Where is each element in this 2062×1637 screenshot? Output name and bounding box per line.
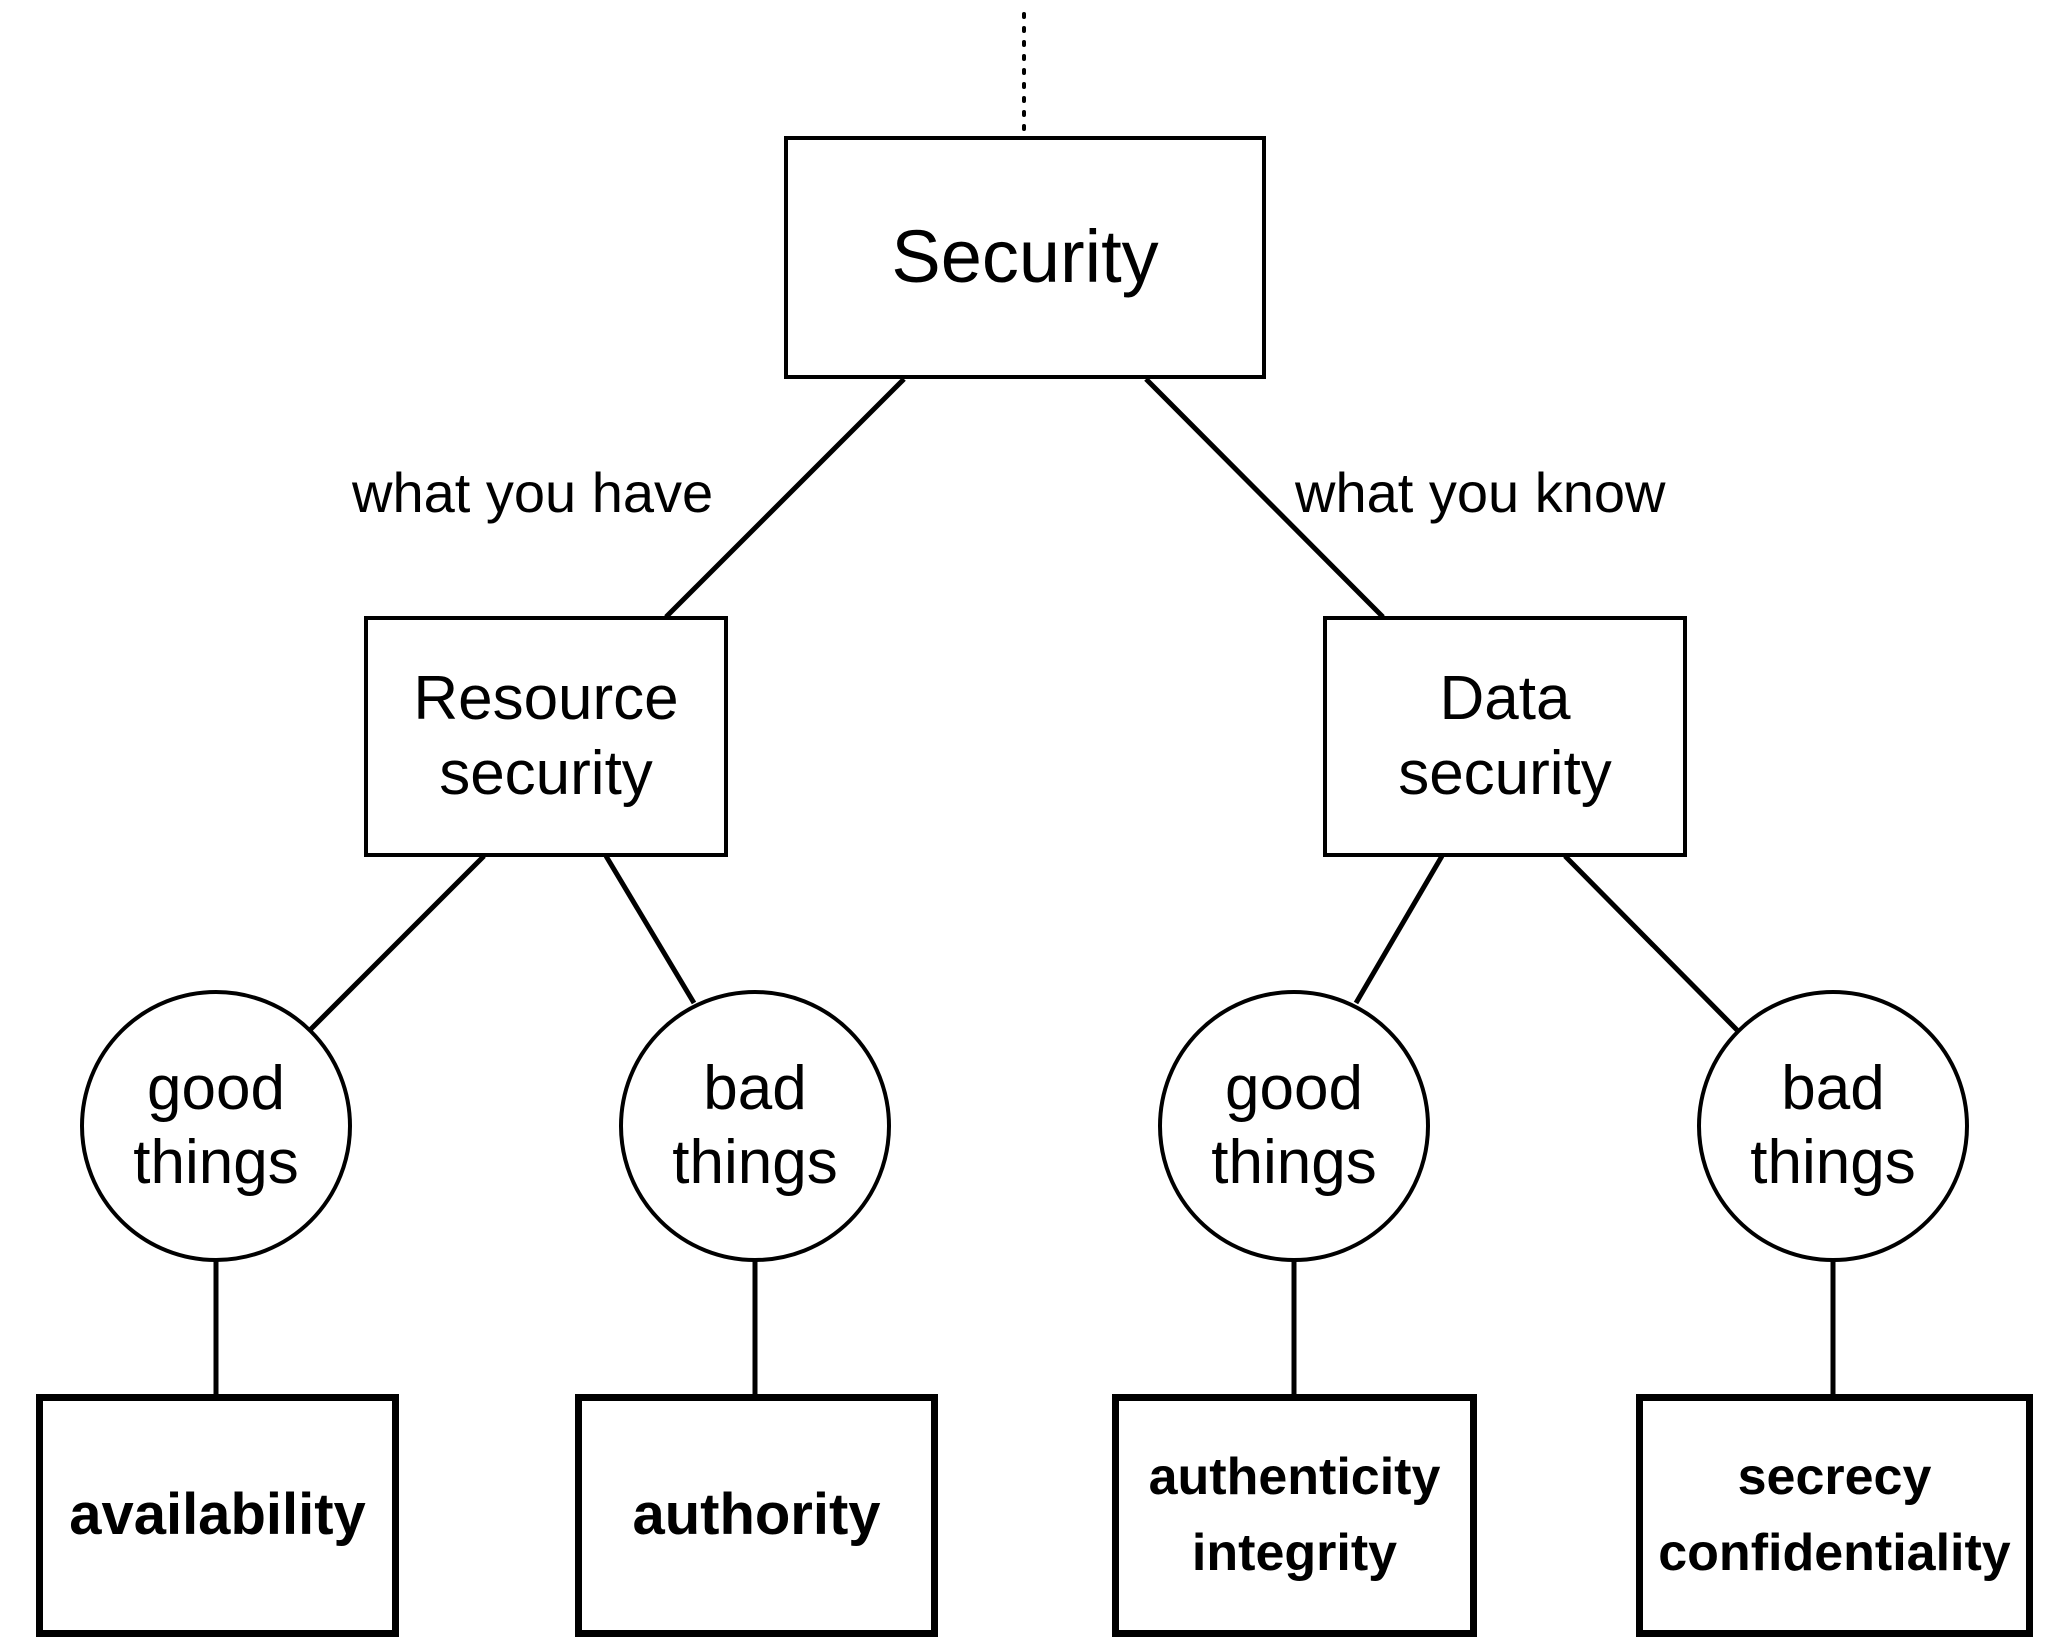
data-bad-things-circle: bad things xyxy=(1697,990,1969,1262)
edge-resource-good xyxy=(308,854,486,1032)
resource-good-things-circle: good things xyxy=(80,990,352,1262)
resource-security-node: Resource security xyxy=(364,616,728,857)
edge-security-data xyxy=(1144,377,1385,619)
data-good-things-circle: good things xyxy=(1158,990,1430,1262)
secrecy-confidentiality-leaf: secrecy confidentiality xyxy=(1636,1394,2033,1637)
circle-label-line1: good xyxy=(1225,1053,1363,1123)
edge-data-good xyxy=(1353,854,1445,1005)
leaf-label: authority xyxy=(632,1482,881,1548)
data-security-label-line1: Data xyxy=(1439,664,1571,734)
circle-label-line2: things xyxy=(1211,1128,1377,1197)
availability-leaf: availability xyxy=(36,1394,399,1637)
edge-security-resource xyxy=(664,377,906,619)
leaf-label: availability xyxy=(69,1482,366,1548)
edge-data-bad xyxy=(1563,854,1739,1032)
security-root-label: Security xyxy=(891,215,1159,299)
circle-label-line1: good xyxy=(147,1053,285,1123)
circle-label-line2: things xyxy=(133,1128,299,1197)
data-security-node: Data security xyxy=(1323,616,1687,857)
data-security-label-line2: security xyxy=(1398,738,1612,808)
leaf-label-line1: authenticity xyxy=(1148,1448,1441,1507)
edge-resource-bad xyxy=(603,854,697,1005)
edge-label-what-you-know: what you know xyxy=(1295,461,1666,524)
resource-security-label-line2: security xyxy=(439,738,653,808)
edge-label-what-you-have: what you have xyxy=(352,461,714,524)
circle-label-line2: things xyxy=(672,1128,838,1197)
leaf-label-line1: secrecy xyxy=(1737,1448,1932,1507)
leaf-label-line2: integrity xyxy=(1191,1523,1398,1582)
circle-label-line2: things xyxy=(1750,1128,1916,1197)
leaf-label-line2: confidentiality xyxy=(1658,1523,2011,1582)
authenticity-integrity-leaf: authenticity integrity xyxy=(1112,1394,1477,1637)
resource-bad-things-circle: bad things xyxy=(619,990,891,1262)
security-root-node: Security xyxy=(784,136,1266,379)
authority-leaf: authority xyxy=(575,1394,938,1637)
circle-label-line1: bad xyxy=(703,1053,807,1123)
resource-security-label-line1: Resource xyxy=(413,664,679,734)
circle-label-line1: bad xyxy=(1781,1053,1885,1123)
